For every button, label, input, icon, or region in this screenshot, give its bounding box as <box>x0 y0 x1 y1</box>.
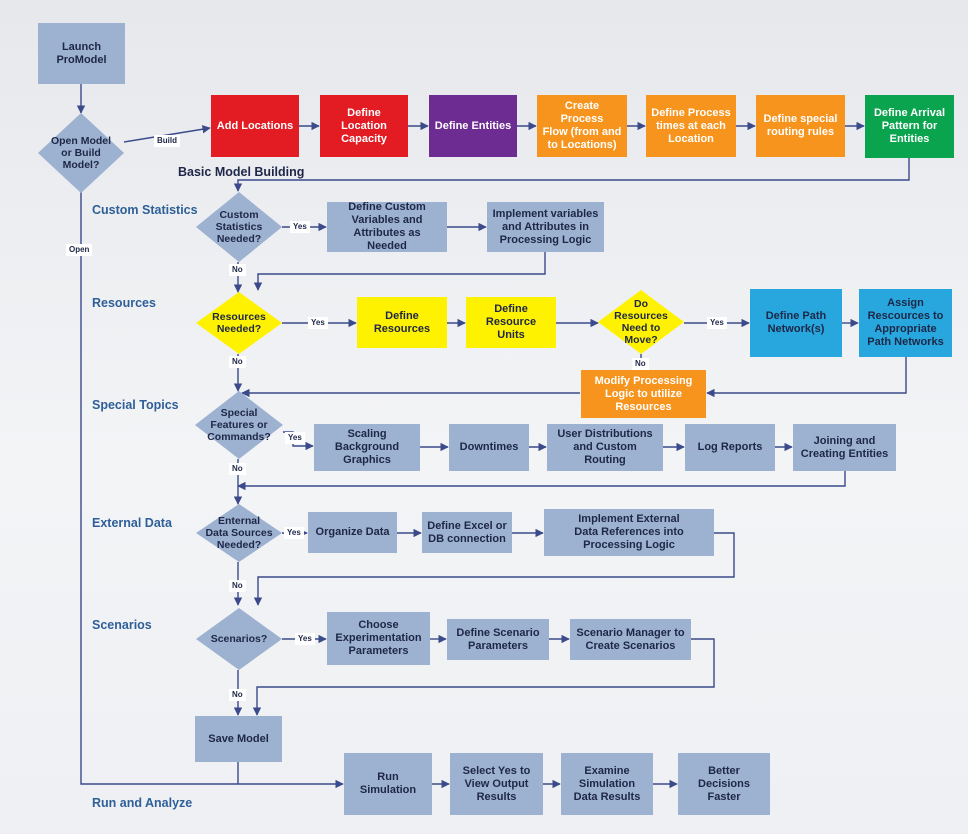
examine-results-box: Examine Simulation Data Results <box>561 753 653 815</box>
modify-processing-logic-box: Modify Processing Logic to utilize Resou… <box>581 370 706 418</box>
save-model-box: Save Model <box>195 716 282 762</box>
choose-parameters-box: Choose Experimentation Parameters <box>327 612 430 665</box>
launch-promodel-box: Launch ProModel <box>38 23 125 84</box>
select-yes-box: Select Yes to View Output Results <box>450 753 543 815</box>
build-edge-label: Build <box>154 135 180 147</box>
create-process-flow-box: Create Process Flow (from and to Locatio… <box>537 95 627 157</box>
implement-variables-box: Implement variables and Attributes in Pr… <box>487 202 604 252</box>
open-edge-label: Open <box>66 244 93 256</box>
no-scenarios-label: No <box>229 689 246 701</box>
define-entities-box: Define Entities <box>429 95 517 157</box>
no-move-label: No <box>632 358 649 370</box>
define-arrival-pattern-box: Define Arrival Pattern for Entities <box>865 95 954 158</box>
no-custom-label: No <box>229 264 246 276</box>
implement-external-box: Implement External Data References into … <box>544 509 714 556</box>
log-reports-box: Log Reports <box>685 424 775 471</box>
define-location-capacity-box: Define Location Capacity <box>320 95 408 157</box>
section-external-data: External Data <box>92 516 172 530</box>
decision-special-features <box>195 391 283 459</box>
no-external-label: No <box>229 580 246 592</box>
decision-custom-statistics <box>196 192 282 262</box>
decision-resources-move <box>598 290 684 354</box>
section-resources: Resources <box>92 296 156 310</box>
section-special-topics: Special Topics <box>92 398 179 412</box>
define-scenario-parameters-box: Define Scenario Parameters <box>447 619 549 660</box>
basic-model-building-label: Basic Model Building <box>178 165 305 179</box>
yes-move-label: Yes <box>707 317 727 329</box>
assign-resources-box: Assign Rescources to Appropriate Path Ne… <box>859 289 952 357</box>
scenario-manager-box: Scenario Manager to Create Scenarios <box>570 619 691 660</box>
add-locations-box: Add Locations <box>211 95 299 157</box>
section-custom-statistics: Custom Statistics <box>92 203 198 217</box>
yes-scenarios-label: Yes <box>295 633 315 645</box>
decision-external-data <box>196 504 282 562</box>
yes-external-label: Yes <box>284 527 304 539</box>
yes-resources-label: Yes <box>308 317 328 329</box>
define-resources-box: Define Resources <box>357 297 447 348</box>
organize-data-box: Organize Data <box>308 512 397 553</box>
user-distributions-box: User Distributions and Custom Routing <box>547 424 663 471</box>
joining-entities-box: Joining and Creating Entities <box>793 424 896 471</box>
decision-open-or-build <box>38 113 124 193</box>
run-simulation-box: Run Simulation <box>344 753 432 815</box>
decision-resources-needed <box>196 292 282 354</box>
define-process-times-box: Define Process times at each Location <box>646 95 736 157</box>
no-special-label: No <box>229 463 246 475</box>
section-scenarios: Scenarios <box>92 618 152 632</box>
define-path-networks-box: Define Path Network(s) <box>750 289 842 357</box>
section-run-and-analyze: Run and Analyze <box>92 796 193 810</box>
downtimes-box: Downtimes <box>449 424 529 471</box>
scaling-background-box: Scaling Background Graphics <box>314 424 420 471</box>
decision-scenarios <box>196 608 282 670</box>
yes-custom-label: Yes <box>290 221 310 233</box>
define-special-routing-box: Define special routing rules <box>756 95 845 157</box>
no-resources-label: No <box>229 356 246 368</box>
yes-special-label: Yes <box>285 432 305 444</box>
better-decisions-box: Better Decisions Faster <box>678 753 770 815</box>
define-resource-units-box: Define Resource Units <box>466 297 556 348</box>
define-custom-variables-box: Define Custom Variables and Attributes a… <box>327 201 447 252</box>
define-excel-db-box: Define Excel or DB connection <box>422 512 512 553</box>
